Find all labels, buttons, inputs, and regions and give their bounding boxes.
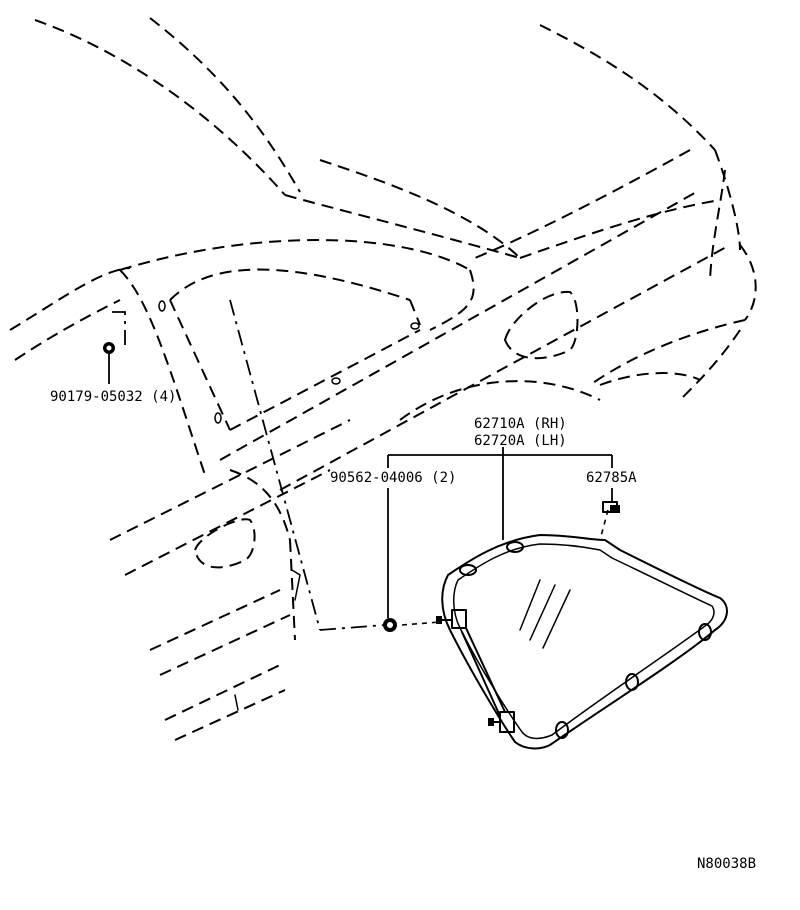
glass-rh-part-number: 62710A (RH) [474, 416, 567, 432]
clip-part-number: 90562-04006 (2) [330, 470, 456, 486]
clip-part [383, 618, 397, 632]
glass-lh-part-number: 62720A (LH) [474, 433, 567, 449]
pin-part-number: 62785A [586, 470, 637, 486]
vehicle-body-outline [9, 17, 757, 741]
quarter-window-glass [436, 534, 728, 750]
pin-part [602, 501, 620, 513]
label-leaders [387, 447, 613, 618]
nut-part-number: 90179-05032 (4) [50, 389, 176, 405]
figure-code: N80038B [697, 856, 756, 872]
nut-part [103, 342, 115, 384]
location-lines [112, 299, 609, 631]
